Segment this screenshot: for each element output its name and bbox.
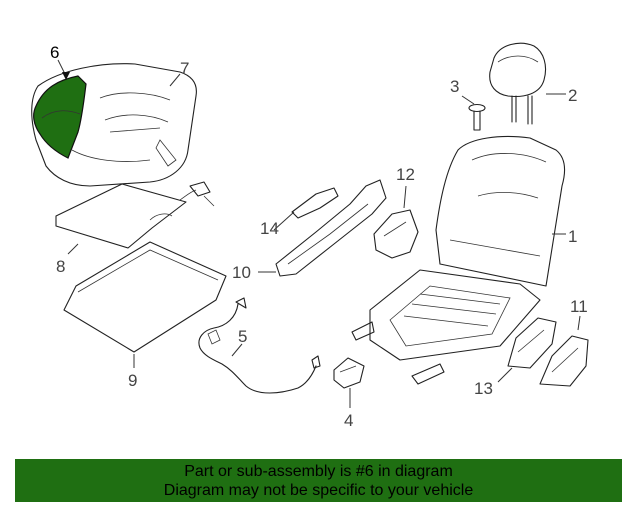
callout-9: 9 xyxy=(128,371,137,390)
callout-5: 5 xyxy=(238,327,247,346)
callout-8: 8 xyxy=(56,257,65,276)
callout-3: 3 xyxy=(450,77,459,96)
part-6-cushion-trim-highlighted[interactable] xyxy=(33,75,87,159)
part-6-seam-line xyxy=(41,110,81,119)
banner-line-1: Part or sub-assembly is #6 in diagram xyxy=(184,463,453,480)
part-7-cushion-pad[interactable] xyxy=(31,63,197,187)
callout-6: 6 xyxy=(50,43,59,62)
part-13-finisher[interactable] xyxy=(507,317,557,369)
leader-lines xyxy=(57,59,581,408)
part-3-bolt[interactable] xyxy=(468,103,486,131)
part-5-wiring-harness[interactable] xyxy=(198,297,321,394)
part-4-bracket[interactable] xyxy=(333,357,365,389)
callout-1: 1 xyxy=(568,227,577,246)
callout-7: 7 xyxy=(180,59,189,78)
parts-diagram: 6 7 3 2 1 12 14 10 8 9 5 4 11 13 xyxy=(31,42,589,430)
callout-2: 2 xyxy=(568,86,577,105)
part-1-seat-assembly[interactable] xyxy=(351,135,566,385)
info-banner: Part or sub-assembly is #6 in diagram Di… xyxy=(15,459,622,502)
part-2-headrest[interactable] xyxy=(489,42,547,125)
callout-13: 13 xyxy=(474,379,493,398)
part-9-cushion-board[interactable] xyxy=(63,241,227,353)
callout-11: 11 xyxy=(570,297,588,316)
part-12-bracket[interactable] xyxy=(373,209,419,259)
callout-10: 10 xyxy=(232,263,251,282)
part-14-cover[interactable] xyxy=(291,187,339,219)
part-10-side-rail[interactable] xyxy=(275,179,387,277)
part-8-heater-pad[interactable] xyxy=(55,181,215,249)
callout-14: 14 xyxy=(260,219,279,238)
banner-line-2: Diagram may not be specific to your vehi… xyxy=(163,482,474,499)
callout-4: 4 xyxy=(344,411,353,430)
part-11-knob-cover[interactable] xyxy=(539,335,589,387)
callout-12: 12 xyxy=(396,165,415,184)
